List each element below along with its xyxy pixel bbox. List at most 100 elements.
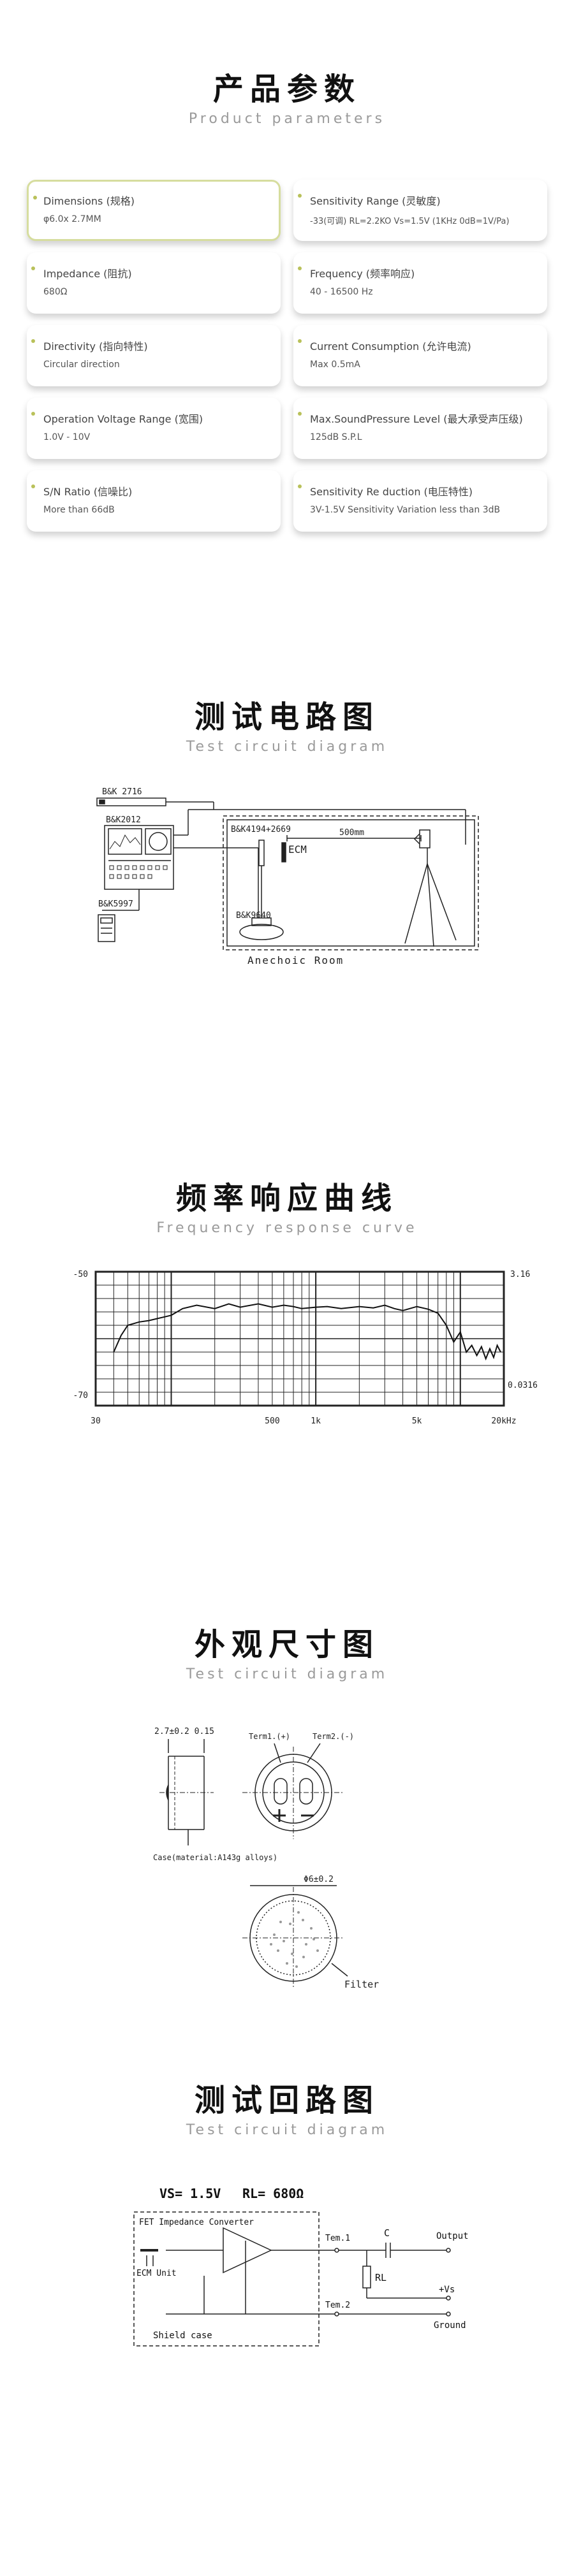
param-label: Impedance (阻抗): [43, 268, 132, 280]
param-card-sensitivity: Sensitivity Range (灵敏度) -33(可调) RL=2.2KO…: [293, 180, 547, 241]
param-card-frequency: Frequency (频率响应) 40 - 16500 Hz: [293, 252, 547, 314]
dimension-drawing: 2.7±0.2 0.15 Case(material:A143g alloys)…: [153, 1727, 379, 1990]
freq-title-en: Frequency response curve: [156, 1220, 418, 1236]
param-label: Operation Voltage Range (宽围): [43, 413, 203, 425]
ecm-label: ECM: [288, 843, 307, 855]
dimension-title-cn: 外观尺寸图: [194, 1627, 379, 1663]
term1-label: Tem.1: [325, 2234, 350, 2243]
bullet-icon: [33, 196, 37, 200]
test-circuit-title-en: Test circuit diagram: [186, 739, 388, 755]
filter-label: Filter: [344, 1979, 379, 1990]
term2-label: Tem.2: [325, 2301, 350, 2310]
bk4194-label: B&K4194+2669: [231, 825, 291, 834]
anechoic-room-label: Anechoic Room: [247, 954, 344, 966]
terminal-minus-icon: [299, 1778, 313, 1805]
freq-title-cn: 频率响应曲线: [175, 1181, 398, 1216]
bullet-icon: [31, 266, 35, 270]
bk2012-analyzer: [104, 825, 174, 890]
param-card-directivity: Directivity (指向特性) Circular direction: [27, 325, 281, 386]
loop-title-cn: 测试回路图: [194, 2083, 379, 2118]
output-label: Output: [436, 2231, 469, 2241]
freq-heading: 频率响应曲线 Frequency response curve: [0, 1173, 574, 1236]
bk5997-remote: [98, 914, 115, 942]
param-value: 680Ω: [43, 287, 68, 297]
term2-label: Term2.(-): [313, 1732, 354, 1741]
shield-case-label: Shield case: [153, 2331, 212, 2341]
bullet-icon: [31, 484, 35, 488]
param-value: 125dB S.P.L: [310, 432, 362, 442]
bk9640-label: B&K9640: [236, 911, 271, 921]
param-value: 3V-1.5V Sensitivity Variation less than …: [310, 505, 501, 515]
bullet-icon: [31, 412, 35, 416]
param-label: Current Consumption (允许电流): [310, 340, 471, 353]
loop-heading: 测试回路图 Test circuit diagram: [0, 2075, 574, 2138]
resistor-label: RL: [375, 2272, 386, 2283]
ecm-element: [281, 842, 286, 862]
rl-label: RL= 680Ω: [242, 2186, 304, 2201]
loop-title-en: Test circuit diagram: [186, 2122, 388, 2138]
test-circuit-diagram: B&K 2716 B&K2012 B&K4194+2669 ECM 500mm …: [96, 787, 479, 966]
bk5997-label: B&K5997: [98, 899, 133, 909]
vs-label: VS= 1.5V: [159, 2186, 221, 2201]
param-label: Max.SoundPressure Level (最大承受声压级): [310, 413, 523, 425]
param-value: 1.0V - 10V: [43, 432, 91, 442]
x-tick-label: 30: [91, 1416, 101, 1426]
x-tick-label: 5k: [412, 1416, 422, 1426]
bullet-icon: [298, 484, 302, 488]
param-value: 40 - 16500 Hz: [310, 287, 373, 297]
param-value: Circular direction: [43, 360, 120, 370]
bk2012-label: B&K2012: [106, 815, 141, 825]
param-label: Directivity (指向特性): [43, 340, 148, 353]
params-title-en: Product parameters: [188, 111, 386, 127]
param-label: S/N Ratio (信噪比): [43, 486, 133, 498]
param-value: -33(可调) RL=2.2KO Vs=1.5V (1KHz 0dB=1V/Pa…: [310, 217, 510, 226]
test-circuit-heading: 测试电路图 Test circuit diagram: [0, 692, 574, 755]
bullet-icon: [298, 339, 302, 343]
ground-label: Ground: [434, 2320, 466, 2331]
bullet-icon: [31, 339, 35, 343]
y-left-tick-label: -70: [73, 1391, 88, 1401]
x-tick-label: 500: [265, 1416, 279, 1426]
y-right-tick-label: 0.0316: [508, 1381, 538, 1390]
test-circuit-title-cn: 测试电路图: [194, 699, 379, 735]
capacitor-label: C: [384, 2227, 390, 2239]
amplifier-icon: [223, 2227, 272, 2274]
bk2716-box: [96, 797, 166, 806]
x-tick-label: 1k: [311, 1416, 321, 1426]
param-card-dimensions: Dimensions (规格) φ6.0x 2.7MM: [27, 180, 281, 241]
terminal-plus-icon: [274, 1778, 288, 1805]
param-card-spl: Max.SoundPressure Level (最大承受声压级) 125dB …: [293, 398, 547, 459]
size-label: 2.7±0.2 0.15: [154, 1727, 214, 1736]
param-value: More than 66dB: [43, 505, 115, 515]
y-right-tick-label: 3.16: [510, 1270, 530, 1279]
fet-label: FET Impedance Converter: [139, 2218, 254, 2227]
dimension-title-en: Test circuit diagram: [186, 1666, 388, 1682]
frequency-response-line: [113, 1303, 501, 1361]
term1-label: Term1.(+): [249, 1732, 290, 1741]
param-card-reduction: Sensitivity Re duction (电压特性) 3V-1.5V Se…: [293, 470, 547, 532]
param-value: φ6.0x 2.7MM: [43, 214, 101, 224]
params-title-cn: 产品参数: [212, 71, 361, 107]
ecm-unit-label: ECM Unit: [136, 2269, 177, 2278]
param-label: Dimensions (规格): [43, 195, 135, 207]
param-label: Frequency (频率响应): [310, 268, 415, 280]
diameter-label: Φ6±0.2: [304, 1875, 334, 1884]
shield-case-outline: [133, 2211, 320, 2347]
case-label: Case(material:A143g alloys): [153, 1853, 277, 1862]
bullet-icon: [298, 194, 302, 198]
param-value: Max 0.5mA: [310, 360, 360, 370]
param-card-snr: S/N Ratio (信噪比) More than 66dB: [27, 470, 281, 532]
vs-plus-label: +Vs: [439, 2285, 455, 2295]
param-card-impedance: Impedance (阻抗) 680Ω: [27, 252, 281, 314]
param-card-voltage: Operation Voltage Range (宽围) 1.0V - 10V: [27, 398, 281, 459]
dimension-heading: 外观尺寸图 Test circuit diagram: [0, 1619, 574, 1682]
param-card-current: Current Consumption (允许电流) Max 0.5mA: [293, 325, 547, 386]
bullet-icon: [298, 266, 302, 270]
param-label: Sensitivity Re duction (电压特性): [310, 486, 473, 498]
distance-label: 500mm: [339, 828, 364, 838]
param-label: Sensitivity Range (灵敏度): [310, 195, 441, 207]
y-left-tick-label: -50: [73, 1270, 88, 1279]
params-heading: 产品参数 Product parameters: [0, 64, 574, 127]
speaker-icon: [419, 829, 430, 848]
